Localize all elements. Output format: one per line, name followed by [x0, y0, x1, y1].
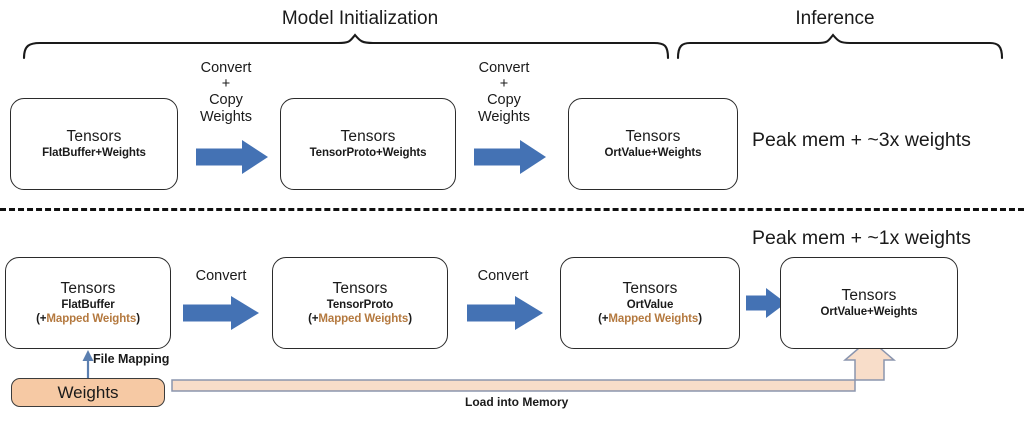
top-arrow-2 — [474, 140, 546, 174]
bottom-box-tensorproto-title: Tensors — [332, 280, 388, 298]
mapped-close-paren: ) — [136, 312, 140, 325]
bottom-box-tensorproto-mapped: (+Mapped Weights) — [308, 313, 412, 326]
section-divider — [0, 208, 1024, 211]
bottom-box-ortvalue-weights[interactable]: Tensors OrtValue+Weights — [780, 257, 958, 349]
bottom-arrow-2-head — [515, 296, 543, 330]
top-arrow-label-2-line1: Convert — [478, 60, 530, 76]
top-arrow-label-1-line4: Weights — [199, 108, 253, 125]
top-box-ortvalue-subtitle: OrtValue+Weights — [604, 146, 702, 159]
mapped-close-paren: ) — [698, 312, 702, 325]
bottom-arrow-label-1-line1: Convert — [195, 268, 247, 284]
top-box-tensorproto[interactable]: Tensors TensorProto+Weights — [280, 98, 456, 190]
mapped-weights-text: Mapped Weights — [46, 312, 137, 325]
mapped-weights-text: Mapped Weights — [318, 312, 409, 325]
bottom-peak-memory-label: Peak mem + ~1x weights — [752, 227, 971, 249]
top-arrow-label-1-line1: Convert — [200, 60, 252, 76]
bottom-box-ortvalue-mapped-title: Tensors — [622, 280, 678, 298]
brace-model-initialization — [22, 33, 670, 60]
bottom-arrow-label-1: Convert — [176, 268, 266, 284]
bottom-box-ortvalue-weights-title: Tensors — [841, 287, 897, 305]
bottom-box-flatbuffer-mapped: (+Mapped Weights) — [36, 313, 140, 326]
top-box-tensorproto-title: Tensors — [340, 128, 396, 146]
load-into-memory-label: Load into Memory — [465, 395, 569, 409]
bottom-arrow-1-shaft — [183, 304, 231, 322]
bottom-box-ortvalue-weights-subtitle: OrtValue+Weights — [820, 305, 918, 318]
top-arrow-2-shaft — [474, 148, 520, 166]
bottom-arrow-2-shaft — [467, 304, 515, 322]
top-peak-memory-label: Peak mem + ~3x weights — [752, 129, 971, 151]
bottom-box-flatbuffer[interactable]: Tensors FlatBuffer (+Mapped Weights) — [5, 257, 171, 349]
top-arrow-label-2: Convert + Copy Weights — [456, 60, 552, 125]
mapped-close-paren: ) — [408, 312, 412, 325]
bottom-arrow-label-2: Convert — [458, 268, 548, 284]
top-arrow-1-head — [242, 140, 268, 174]
file-mapping-label: File Mapping — [93, 352, 170, 366]
bottom-arrow-1-head — [231, 296, 259, 330]
bottom-box-tensorproto[interactable]: Tensors TensorProto (+Mapped Weights) — [272, 257, 448, 349]
mapped-weights-text: Mapped Weights — [608, 312, 699, 325]
bottom-arrow-1 — [183, 296, 259, 330]
bottom-box-tensorproto-subtitle: TensorProto — [326, 298, 394, 311]
top-arrow-1 — [196, 140, 268, 174]
bottom-arrow-2 — [467, 296, 543, 330]
top-arrow-2-head — [520, 140, 546, 174]
phase-label-model-initialization: Model Initialization — [281, 8, 439, 29]
bottom-box-ortvalue-mapped[interactable]: Tensors OrtValue (+Mapped Weights) — [560, 257, 740, 349]
top-arrow-label-1: Convert + Copy Weights — [178, 60, 274, 125]
bottom-arrow-label-2-line1: Convert — [477, 268, 529, 284]
top-arrow-label-2-line2: + — [499, 76, 509, 93]
top-arrow-label-1-line3: Copy — [209, 92, 243, 109]
bottom-box-ortvalue-mapped-mapped: (+Mapped Weights) — [598, 313, 702, 326]
file-mapping-arrow — [82, 350, 94, 378]
top-box-flatbuffer-title: Tensors — [66, 128, 122, 146]
mapped-open-paren: (+ — [598, 312, 609, 325]
top-box-ortvalue-title: Tensors — [625, 128, 681, 146]
bottom-arrow-3-shaft — [746, 295, 766, 311]
mapped-open-paren: (+ — [36, 312, 47, 325]
bottom-box-ortvalue-mapped-subtitle: OrtValue — [626, 298, 674, 311]
bottom-box-flatbuffer-subtitle: FlatBuffer — [61, 298, 115, 311]
mapped-open-paren: (+ — [308, 312, 319, 325]
top-box-ortvalue[interactable]: Tensors OrtValue+Weights — [568, 98, 738, 190]
top-box-flatbuffer-subtitle: FlatBuffer+Weights — [42, 146, 146, 159]
weights-box[interactable]: Weights — [11, 378, 165, 407]
top-box-flatbuffer[interactable]: Tensors FlatBuffer+Weights — [10, 98, 178, 190]
weights-box-label: Weights — [57, 382, 119, 402]
bottom-box-flatbuffer-title: Tensors — [60, 280, 116, 298]
top-arrow-1-shaft — [196, 148, 242, 166]
brace-inference — [676, 33, 1004, 60]
top-arrow-label-2-line3: Copy — [487, 92, 521, 109]
top-arrow-label-2-line4: Weights — [477, 108, 531, 125]
top-box-tensorproto-subtitle: TensorProto+Weights — [309, 146, 427, 159]
top-arrow-label-1-line2: + — [221, 76, 231, 93]
phase-label-inference: Inference — [795, 8, 875, 29]
